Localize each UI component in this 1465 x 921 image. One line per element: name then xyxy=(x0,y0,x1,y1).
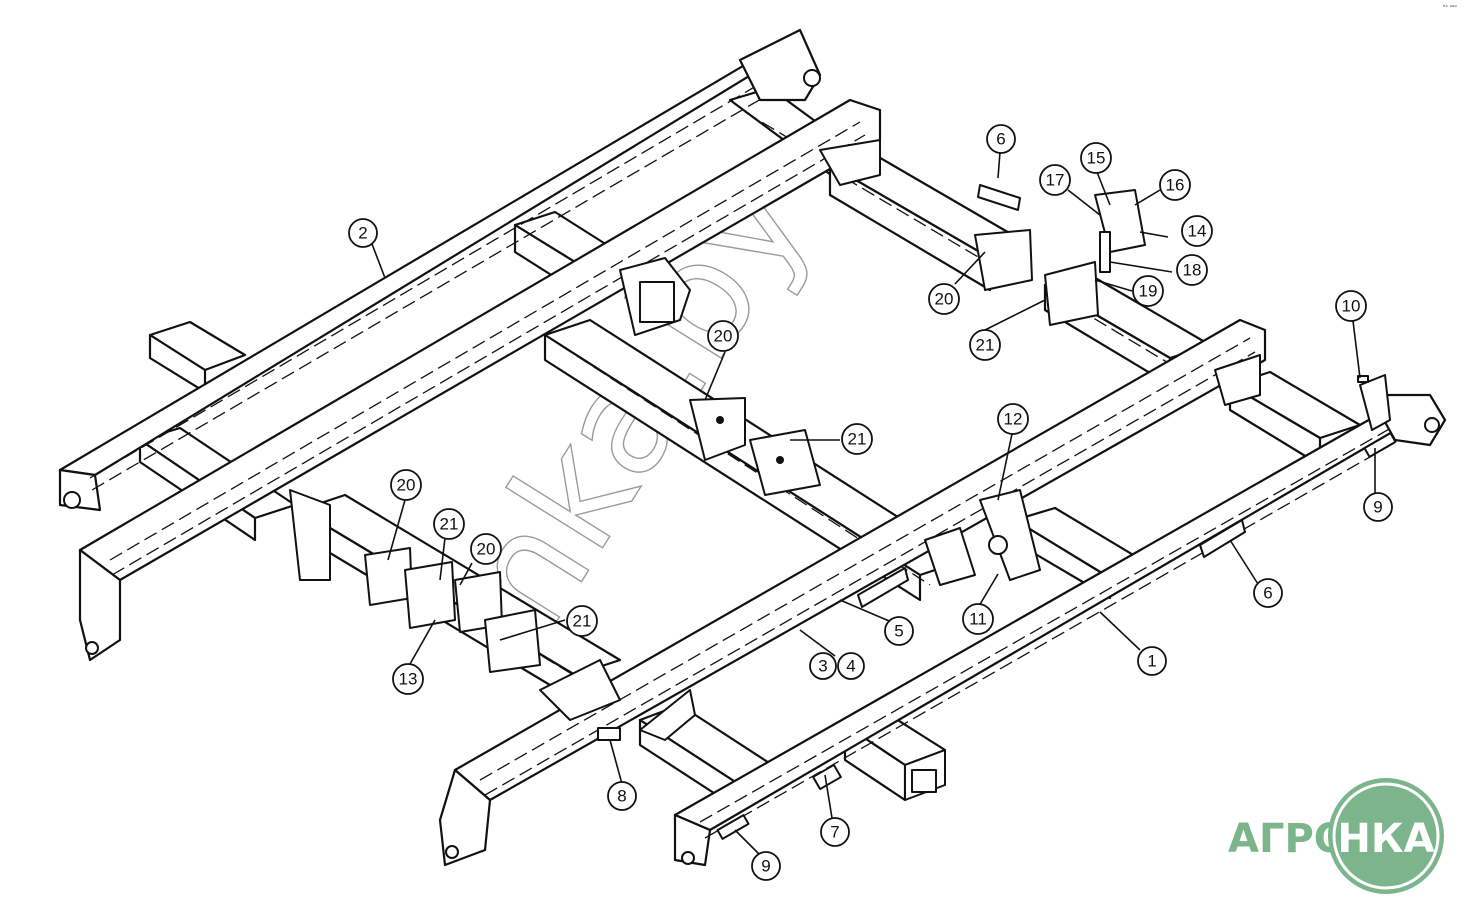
callout-9-right: 9 xyxy=(1363,492,1393,522)
callout-3: 3 xyxy=(809,652,837,680)
svg-text:8: 8 xyxy=(617,787,626,806)
callout-8: 8 xyxy=(607,781,637,811)
callout-20-left: 20 xyxy=(390,469,422,501)
main-beam-front xyxy=(438,318,1267,867)
svg-text:1: 1 xyxy=(1147,652,1156,671)
decal-right xyxy=(1199,519,1246,558)
svg-text:7: 7 xyxy=(830,823,839,842)
leader-lines xyxy=(371,151,1376,856)
callout-6-rear: 6 xyxy=(986,124,1016,154)
callout-21-center: 21 xyxy=(841,423,873,455)
brand-circle xyxy=(1328,778,1444,894)
svg-text:5: 5 xyxy=(894,622,903,641)
callout-21-right: 21 xyxy=(969,329,1001,361)
mount-plate-center-a xyxy=(689,397,821,496)
corner-mark: ᵉᵃ ᵘᵒᵒ xyxy=(1442,4,1457,11)
callout-13: 13 xyxy=(392,663,424,695)
svg-text:15: 15 xyxy=(1087,149,1106,168)
brand-text-left: АГРО xyxy=(1228,816,1348,862)
svg-text:6: 6 xyxy=(1263,584,1272,603)
callout-21-lower: 21 xyxy=(566,605,598,637)
callout-20-center: 20 xyxy=(707,320,739,352)
svg-text:10: 10 xyxy=(1342,297,1361,316)
callout-16: 16 xyxy=(1159,169,1191,201)
svg-text:9: 9 xyxy=(761,857,770,876)
svg-text:2: 2 xyxy=(358,224,367,243)
svg-text:13: 13 xyxy=(399,670,418,689)
svg-text:20: 20 xyxy=(935,290,954,309)
callout-1: 1 xyxy=(1137,646,1167,676)
svg-text:21: 21 xyxy=(976,336,995,355)
decal-rear xyxy=(977,184,1021,211)
svg-text:20: 20 xyxy=(477,540,496,559)
callout-19: 19 xyxy=(1132,275,1164,307)
svg-text:14: 14 xyxy=(1188,222,1207,241)
svg-text:11: 11 xyxy=(969,610,987,629)
main-beam-second xyxy=(78,98,882,662)
svg-text:4: 4 xyxy=(846,657,855,676)
svg-text:3: 3 xyxy=(818,657,827,676)
callout-12: 12 xyxy=(997,403,1029,435)
svg-text:20: 20 xyxy=(397,476,416,495)
cross-member-rear-left xyxy=(148,320,247,394)
callout-5: 5 xyxy=(884,616,914,646)
svg-text:21: 21 xyxy=(573,612,592,631)
mount-plate-right-rear xyxy=(974,229,1099,326)
callout-10: 10 xyxy=(1335,290,1367,322)
brand-text-inner: НКА xyxy=(1337,816,1434,862)
svg-text:20: 20 xyxy=(714,327,733,346)
svg-text:19: 19 xyxy=(1139,282,1158,301)
callout-2: 2 xyxy=(348,218,378,248)
callout-17: 17 xyxy=(1039,164,1071,196)
callout-20-right: 20 xyxy=(928,283,960,315)
svg-text:17: 17 xyxy=(1046,171,1065,190)
bracket-right-top xyxy=(1094,189,1146,273)
callout-6-front: 6 xyxy=(1253,578,1283,608)
flag-bracket-right xyxy=(1357,374,1391,431)
svg-text:6: 6 xyxy=(996,130,1005,149)
callout-20-lower: 20 xyxy=(470,533,502,565)
svg-text:12: 12 xyxy=(1004,410,1023,429)
callout-9-front: 9 xyxy=(751,851,781,881)
svg-text:16: 16 xyxy=(1166,176,1185,195)
svg-text:21: 21 xyxy=(440,515,459,534)
callout-7: 7 xyxy=(820,817,850,847)
bracket-left-upper xyxy=(619,257,691,336)
hitch-bracket-left xyxy=(289,489,621,721)
decal-front xyxy=(857,567,909,608)
svg-text:21: 21 xyxy=(848,430,867,449)
main-beam-rear xyxy=(58,28,822,512)
callout-18: 18 xyxy=(1176,254,1208,286)
callout-15: 15 xyxy=(1080,142,1112,174)
callout-4: 4 xyxy=(837,652,865,680)
brand-logo: АГРО НКА xyxy=(1228,778,1444,894)
svg-text:9: 9 xyxy=(1373,498,1382,517)
callout-14: 14 xyxy=(1181,215,1213,247)
pivot-bracket-front xyxy=(924,489,1041,586)
callout-11: 11 xyxy=(962,603,994,635)
callout-21-left: 21 xyxy=(433,508,465,540)
mount-plate-left-a xyxy=(364,547,541,673)
svg-text:18: 18 xyxy=(1183,261,1202,280)
